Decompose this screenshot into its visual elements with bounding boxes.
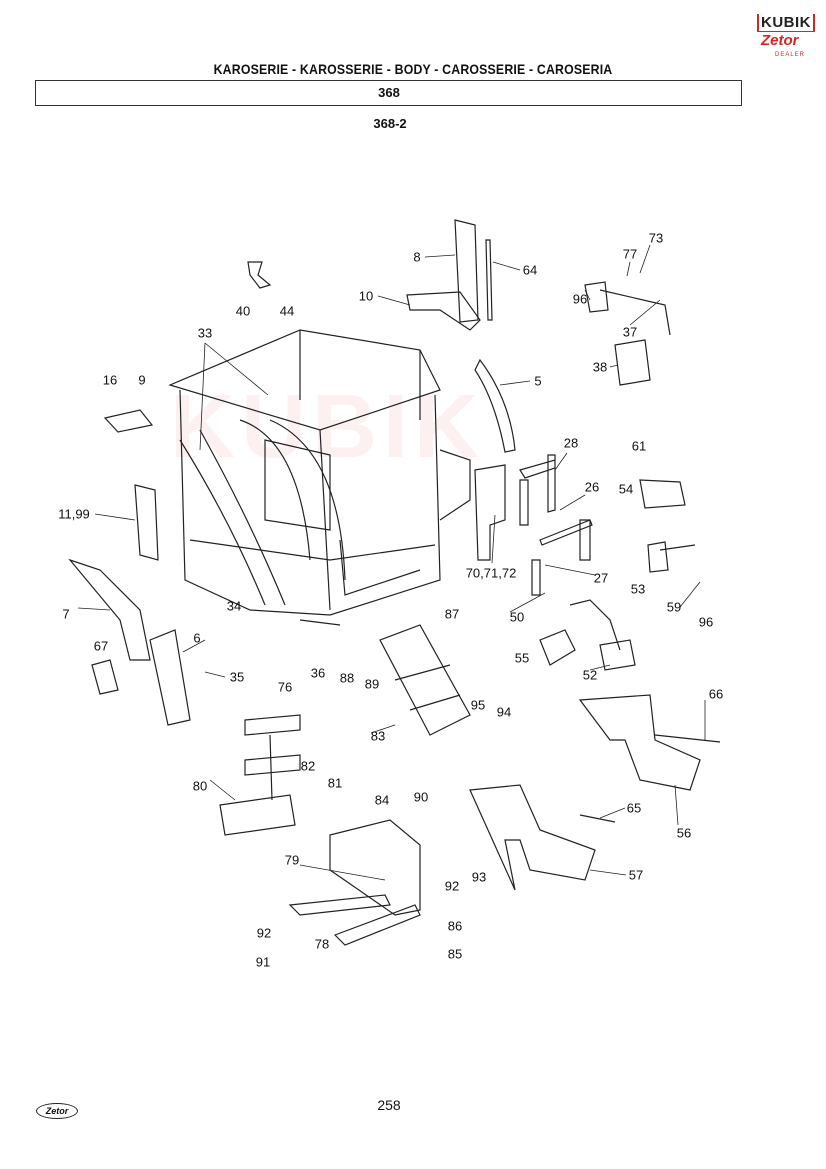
part-callout: 44 <box>279 303 295 319</box>
part-callout: 59 <box>666 599 682 615</box>
part-callout: 37 <box>622 324 638 340</box>
part-callout: 78 <box>314 936 330 952</box>
part-callout: 64 <box>522 262 538 278</box>
part-callout: 33 <box>197 325 213 341</box>
part-callout: 82 <box>300 758 316 774</box>
part-callout: 80 <box>192 778 208 794</box>
part-callout: 52 <box>582 667 598 683</box>
group-number: 368 <box>378 85 400 100</box>
part-callout: 86 <box>447 918 463 934</box>
part-callout: 54 <box>618 481 634 497</box>
part-callout: 96 <box>572 291 588 307</box>
part-callout: 53 <box>630 581 646 597</box>
part-callout: 96 <box>698 614 714 630</box>
part-callout: 16 <box>102 372 118 388</box>
cab-frame <box>168 329 471 616</box>
part-callout: 81 <box>327 775 343 791</box>
part-shapes <box>68 219 721 946</box>
part-callout: 27 <box>593 570 609 586</box>
part-callout: 90 <box>413 789 429 805</box>
part-callout: 95 <box>470 697 486 713</box>
part-callout: 50 <box>509 609 525 625</box>
part-callout: 88 <box>339 670 355 686</box>
part-callout: 67 <box>93 638 109 654</box>
part-callout: 11,99 <box>58 506 90 522</box>
part-callout: 65 <box>626 800 642 816</box>
part-callout: 55 <box>514 650 530 666</box>
part-callout: 89 <box>364 676 380 692</box>
part-callout: 76 <box>277 679 293 695</box>
group-box <box>35 80 742 106</box>
part-callout: 93 <box>471 869 487 885</box>
part-callout: 85 <box>447 946 463 962</box>
part-callout: 84 <box>374 792 390 808</box>
page-title: KAROSERIE - KAROSSERIE - BODY - CAROSSER… <box>213 61 613 77</box>
part-callout: 92 <box>256 925 272 941</box>
part-callout: 56 <box>676 825 692 841</box>
part-callout: 26 <box>584 479 600 495</box>
part-callout: 6 <box>193 630 201 646</box>
zetor-footer-logo: Zetor <box>36 1103 78 1119</box>
part-callout: 36 <box>310 665 326 681</box>
part-callout: 57 <box>628 867 644 883</box>
part-callout: 10 <box>358 288 374 304</box>
watermark: KUBIK <box>170 377 485 477</box>
leader-lines <box>77 244 706 881</box>
part-callout: 38 <box>592 359 608 375</box>
part-callout: 66 <box>708 686 724 702</box>
part-callout: 35 <box>229 669 245 685</box>
part-callout: 77 <box>622 246 638 262</box>
part-callout: 61 <box>631 438 647 454</box>
part-callout: 92 <box>444 878 460 894</box>
part-callout: 9 <box>138 372 146 388</box>
part-callout: 83 <box>370 728 386 744</box>
part-callout: 40 <box>235 303 251 319</box>
part-callout: 34 <box>226 598 242 614</box>
subgroup-number: 368-2 <box>373 116 407 131</box>
part-callout: 73 <box>648 230 664 246</box>
part-callout: 5 <box>534 373 542 389</box>
part-callout: 8 <box>413 249 421 265</box>
part-callout: 7 <box>62 606 70 622</box>
page-number: 258 <box>377 1097 401 1113</box>
kubik-zetor-logo: KUBIK Zetor DEALER <box>755 12 817 62</box>
part-callout: 94 <box>496 704 512 720</box>
part-callout: 87 <box>444 606 460 622</box>
part-callout: 70,71,72 <box>465 565 517 581</box>
part-callout: 79 <box>284 852 300 868</box>
part-callout: 91 <box>255 954 271 970</box>
part-callout: 28 <box>563 435 579 451</box>
